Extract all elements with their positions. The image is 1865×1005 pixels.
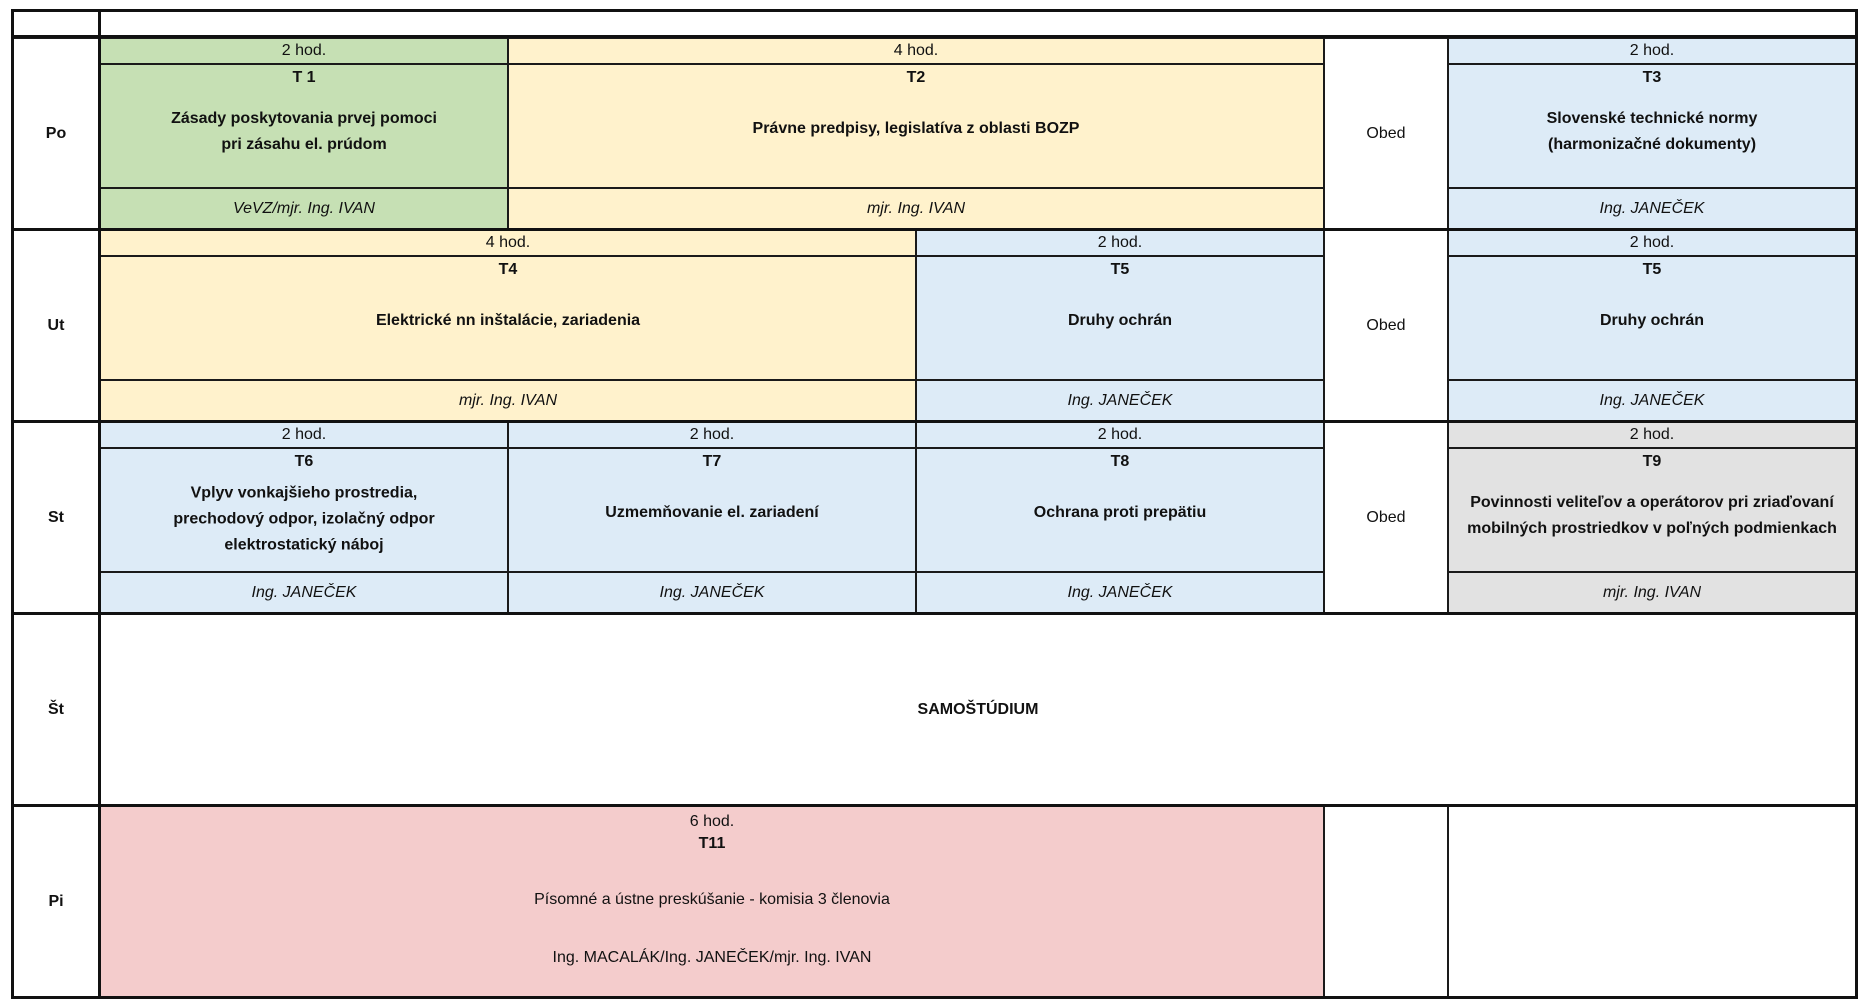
po-t2-instructor: mjr. Ing. IVAN bbox=[508, 188, 1324, 230]
po-t1-code: T 1 bbox=[292, 69, 316, 86]
po-t1-instructor: VeVZ/mjr. Ing. IVAN bbox=[100, 188, 508, 230]
ut-t5b-hours: 2 hod. bbox=[1448, 230, 1856, 256]
st-t8-instructor: Ing. JANEČEK bbox=[916, 572, 1324, 614]
table-border-left bbox=[11, 9, 14, 999]
header-divider bbox=[12, 35, 1858, 38]
po-t2-hours: 4 hod. bbox=[508, 38, 1324, 64]
day-label-st: St bbox=[12, 422, 100, 614]
st-t6-instructor: Ing. JANEČEK bbox=[100, 572, 508, 614]
ut-t4-code: T4 bbox=[498, 261, 518, 278]
po-t3-hours: 2 hod. bbox=[1448, 38, 1856, 64]
st-t8-hours: 2 hod. bbox=[916, 422, 1324, 448]
ut-t4-lesson: T4 Elektrické nn inštalácie, zariadenia bbox=[100, 256, 916, 380]
po-t2-code: T2 bbox=[906, 69, 926, 86]
ut-t5a-instructor: Ing. JANEČEK bbox=[916, 380, 1324, 422]
header-corner-cell bbox=[12, 10, 100, 36]
st-t7-instructor: Ing. JANEČEK bbox=[508, 572, 916, 614]
ut-t5a-hours: 2 hod. bbox=[916, 230, 1324, 256]
st-t8-lesson: T8 Ochrana proti prepätiu bbox=[916, 448, 1324, 572]
po-lunch: Obed bbox=[1324, 38, 1448, 230]
ut-t4-instructor: mjr. Ing. IVAN bbox=[100, 380, 916, 422]
po-t3-code: T3 bbox=[1642, 69, 1662, 86]
po-t2-lesson: T2 Právne predpisy, legislatíva z oblast… bbox=[508, 64, 1324, 188]
st-t6-code: T6 bbox=[294, 453, 314, 470]
po-t3-lesson: T3 Slovenské technické normy (harmonizač… bbox=[1448, 64, 1856, 188]
st-lunch: Obed bbox=[1324, 422, 1448, 614]
st-t6-hours: 2 hod. bbox=[100, 422, 508, 448]
ut-t4-title: Elektrické nn inštalácie, zariadenia bbox=[375, 312, 641, 330]
st-t7-code: T7 bbox=[702, 453, 722, 470]
st-t7-lesson: T7 Uzmemňovanie el. zariadení bbox=[508, 448, 916, 572]
st-t9-code: T9 bbox=[1642, 453, 1662, 470]
day-label-pi: Pi bbox=[12, 806, 100, 998]
pi-t11-hours: 6 hod. bbox=[689, 813, 735, 830]
st-t9-lesson: T9 Povinnosti veliteľov a operátorov pri… bbox=[1448, 448, 1856, 572]
pi-t11-title: Písomné a ústne preskúšanie - komisia 3 … bbox=[534, 891, 890, 908]
row-divider-stv bbox=[12, 804, 1858, 807]
po-t1-title: Zásady poskytovania prvej pomoci pri zás… bbox=[171, 110, 437, 154]
table-border-bottom bbox=[12, 996, 1858, 999]
po-t3-instructor: Ing. JANEČEK bbox=[1448, 188, 1856, 230]
ut-t5b-instructor: Ing. JANEČEK bbox=[1448, 380, 1856, 422]
st-t9-hours: 2 hod. bbox=[1448, 422, 1856, 448]
po-t3-title: Slovenské technické normy (harmonizačné … bbox=[1546, 110, 1758, 154]
pi-empty-lunch-cell bbox=[1324, 806, 1448, 998]
pi-t11-lesson: 6 hod. T11 Písomné a ústne preskúšanie -… bbox=[100, 806, 1324, 998]
pi-t11-code: T11 bbox=[698, 835, 726, 852]
header-title-cell bbox=[100, 10, 1856, 36]
day-label-po: Po bbox=[12, 38, 100, 230]
st-t9-title: Povinnosti veliteľov a operátorov pri zr… bbox=[1467, 494, 1837, 538]
day-label-stv: Št bbox=[12, 614, 100, 806]
row-divider-ut bbox=[12, 420, 1858, 423]
day-label-ut: Ut bbox=[12, 230, 100, 422]
ut-t5b-lesson: T5 Druhy ochrán bbox=[1448, 256, 1856, 380]
po-t1-lesson: T 1 Zásady poskytovania prvej pomoci pri… bbox=[100, 64, 508, 188]
st-t7-title: Uzmemňovanie el. zariadení bbox=[605, 504, 819, 522]
table-border-top bbox=[12, 9, 1858, 12]
st-t6-lesson: T6 Vplyv vonkajšieho prostredia, prechod… bbox=[100, 448, 508, 572]
row-divider-po bbox=[12, 228, 1858, 231]
stv-self-study: SAMOŠTÚDIUM bbox=[100, 614, 1856, 806]
po-t1-hours: 2 hod. bbox=[100, 38, 508, 64]
po-t2-title: Právne predpisy, legislatíva z oblasti B… bbox=[752, 120, 1080, 138]
ut-t5a-title: Druhy ochrán bbox=[1067, 312, 1172, 330]
ut-lunch: Obed bbox=[1324, 230, 1448, 422]
row-divider-st bbox=[12, 612, 1858, 615]
st-t7-hours: 2 hod. bbox=[508, 422, 916, 448]
st-t8-code: T8 bbox=[1110, 453, 1130, 470]
ut-t5b-code: T5 bbox=[1642, 261, 1662, 278]
day-column-divider bbox=[98, 9, 101, 999]
st-t8-title: Ochrana proti prepätiu bbox=[1033, 504, 1207, 522]
ut-t4-hours: 4 hod. bbox=[100, 230, 916, 256]
st-t6-title: Vplyv vonkajšieho prostredia, prechodový… bbox=[173, 484, 435, 554]
pi-empty-cell bbox=[1448, 806, 1856, 998]
ut-t5b-title: Druhy ochrán bbox=[1599, 312, 1704, 330]
st-t9-instructor: mjr. Ing. IVAN bbox=[1448, 572, 1856, 614]
pi-t11-instructor: Ing. MACALÁK/Ing. JANEČEK/mjr. Ing. IVAN bbox=[552, 949, 872, 966]
ut-t5a-lesson: T5 Druhy ochrán bbox=[916, 256, 1324, 380]
table-border-right bbox=[1855, 9, 1858, 999]
ut-t5a-code: T5 bbox=[1110, 261, 1130, 278]
